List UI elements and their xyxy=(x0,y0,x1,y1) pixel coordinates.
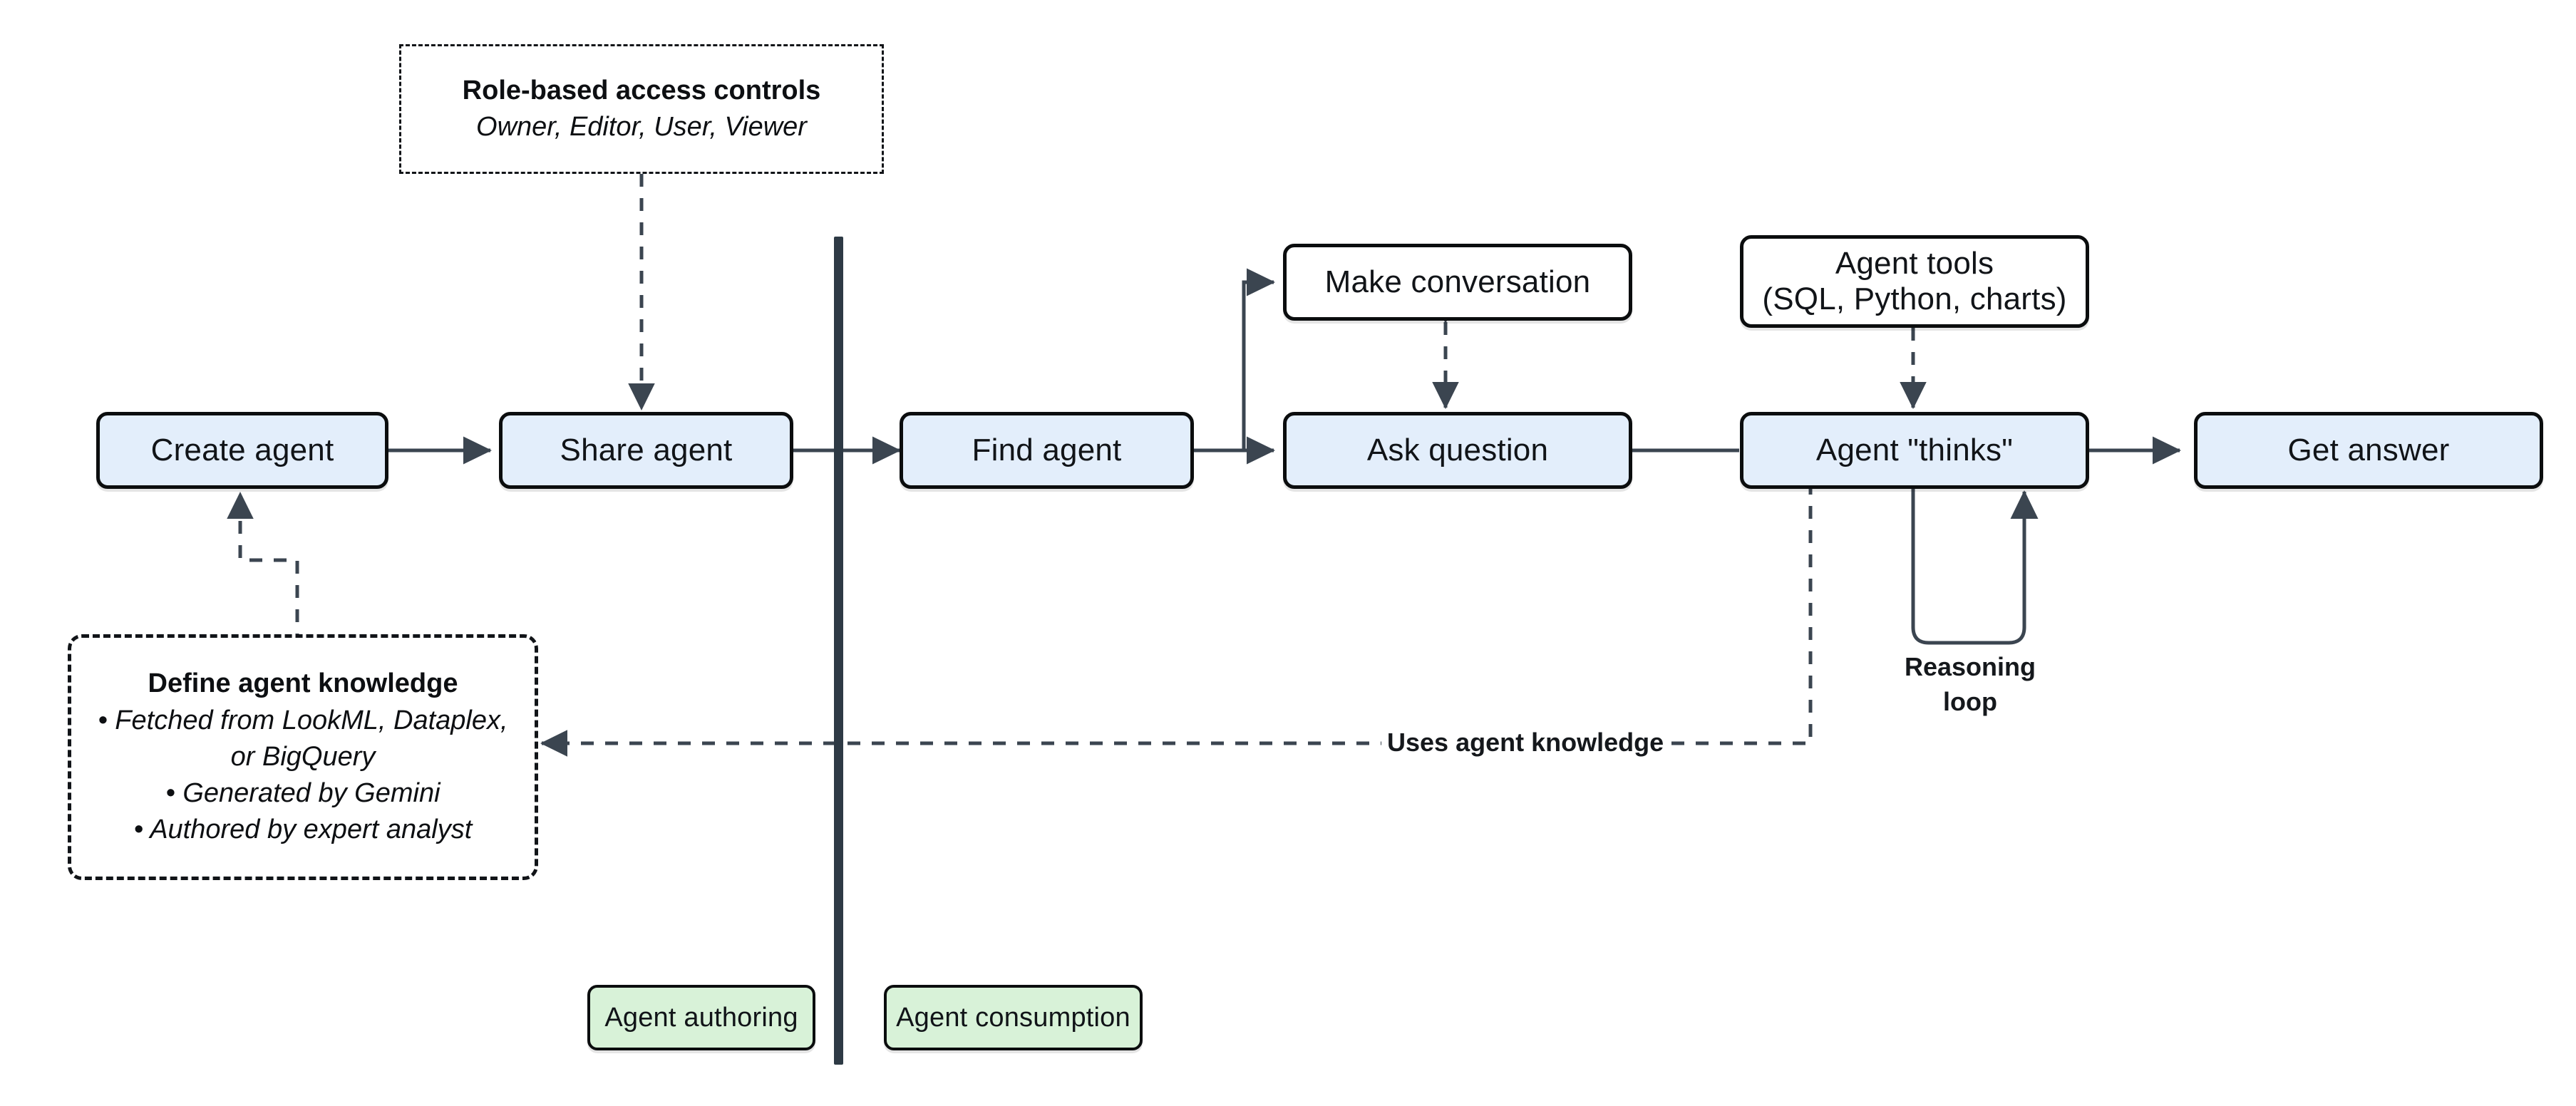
rbac-note-subtitle: Owner, Editor, User, Viewer xyxy=(476,112,807,142)
node-ask-question[interactable]: Ask question xyxy=(1283,412,1632,489)
label-reasoning-loop: Reasoning loop xyxy=(1904,652,2036,716)
note-define-agent-knowledge: Define agent knowledge • Fetched from Lo… xyxy=(68,634,538,880)
knowledge-note-list: • Fetched from LookML, Dataplex, or BigQ… xyxy=(98,703,508,849)
connector-uses-agent-knowledge xyxy=(540,482,1813,757)
node-create-agent[interactable]: Create agent xyxy=(96,412,388,489)
legend-agent-authoring[interactable]: Agent authoring xyxy=(587,985,815,1050)
knowledge-note-title: Define agent knowledge xyxy=(148,668,458,699)
connector-find-to-make-conversation xyxy=(1194,268,1276,453)
node-make-conversation[interactable]: Make conversation xyxy=(1283,244,1632,321)
note-role-based-access-controls: Role-based access controls Owner, Editor… xyxy=(399,44,884,174)
node-agent-tools[interactable]: Agent tools (SQL, Python, charts) xyxy=(1740,235,2089,328)
legend-agent-consumption[interactable]: Agent consumption xyxy=(884,985,1143,1050)
section-divider xyxy=(834,237,843,1065)
knowledge-item: or BigQuery xyxy=(230,741,376,772)
label-uses-agent-knowledge: Uses agent knowledge xyxy=(1381,730,1670,755)
node-find-agent[interactable]: Find agent xyxy=(900,412,1194,489)
knowledge-item: • Fetched from LookML, Dataplex, xyxy=(98,705,508,735)
knowledge-item: • Generated by Gemini xyxy=(165,778,441,809)
connector-reasoning-loop xyxy=(1911,482,2039,645)
node-agent-thinks[interactable]: Agent "thinks" xyxy=(1740,412,2089,489)
node-share-agent[interactable]: Share agent xyxy=(499,412,793,489)
node-get-answer[interactable]: Get answer xyxy=(2194,412,2543,489)
knowledge-item: • Authored by expert analyst xyxy=(133,815,473,845)
rbac-note-title: Role-based access controls xyxy=(462,75,821,105)
